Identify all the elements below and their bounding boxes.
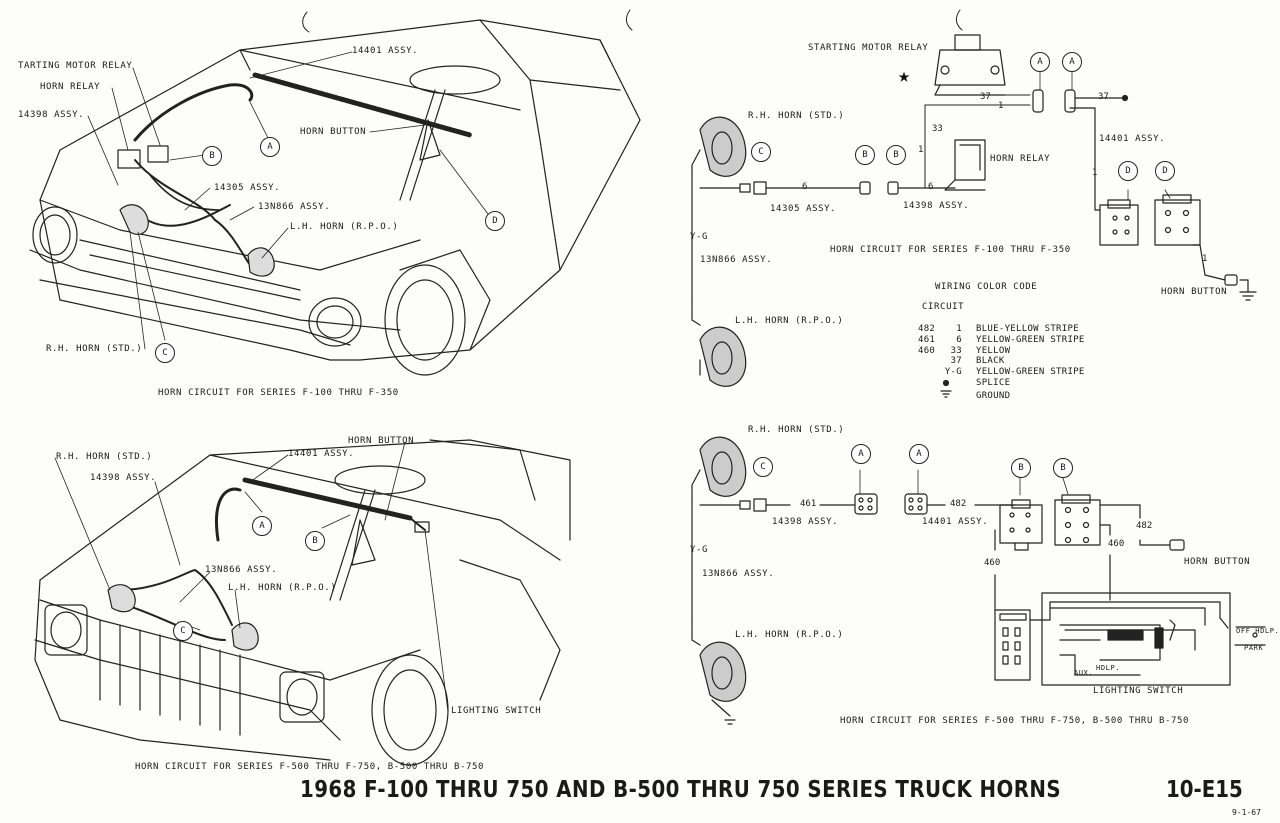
caption-top-left: HORN CIRCUIT FOR SERIES F-100 THRU F-350	[158, 388, 399, 398]
page-code: 10-E15	[1166, 777, 1243, 803]
callout-b-top-left: B	[202, 146, 222, 166]
wire-37-a: 37	[980, 92, 991, 102]
callout-a1-top-right: A	[1030, 52, 1050, 72]
callout-a2-top-right: A	[1062, 52, 1082, 72]
label-14305-assy-top-right: 14305 ASSY.	[770, 204, 837, 214]
callout-b2-bottom-right: B	[1053, 458, 1073, 478]
truck-illustration-bottom	[34, 439, 571, 766]
label-aux: AUX.	[1074, 669, 1094, 677]
truck-illustration-top	[29, 19, 641, 376]
label-14305-assy-top-left: 14305 ASSY.	[214, 183, 281, 193]
label-horn-relay-top-right: HORN RELAY	[990, 154, 1051, 164]
callout-a1-bottom-right: A	[851, 444, 871, 464]
label-off-hdlp: OFF HDLP.	[1236, 627, 1280, 635]
label-lh-horn-top-right: L.H. HORN (R.P.O.)	[735, 316, 844, 326]
legend-title: WIRING COLOR CODE	[935, 282, 1038, 292]
wire-1-a: 1	[998, 101, 1004, 111]
label-lh-horn-top-left: L.H. HORN (R.P.O.)	[290, 222, 399, 232]
label-14398-assy-top-right: 14398 ASSY.	[903, 201, 970, 211]
label-13n866-assy-top-left: 13N866 ASSY.	[258, 202, 331, 212]
label-14401-assy-bottom-right: 14401 ASSY.	[922, 517, 989, 527]
label-yg-top-right: Y-G	[690, 232, 709, 242]
label-rh-horn-top-right: R.H. HORN (STD.)	[748, 111, 845, 121]
label-starting-motor-relay-top-right: STARTING MOTOR RELAY	[808, 43, 929, 53]
label-14401-assy-bottom-left: 14401 ASSY.	[288, 449, 355, 459]
wire-37-b: 37	[1098, 92, 1109, 102]
label-14401-assy-top-right: 14401 ASSY.	[1099, 134, 1166, 144]
label-rh-horn-bottom-right: R.H. HORN (STD.)	[748, 425, 845, 435]
label-lighting-switch-bottom-left: LIGHTING SWITCH	[451, 706, 542, 716]
schematic-top	[691, 34, 1257, 398]
label-park: PARK	[1244, 644, 1264, 652]
label-horn-button-bottom-left: HORN BUTTON	[348, 436, 415, 446]
caption-top-right: HORN CIRCUIT FOR SERIES F-100 THRU F-350	[830, 245, 1071, 255]
page-date: 9-1-67	[1232, 808, 1261, 817]
callout-a-top-left: A	[260, 137, 280, 157]
label-14401-assy-top-left: 14401 ASSY.	[352, 46, 419, 56]
label-13n866-assy-bottom-right: 13N866 ASSY.	[702, 569, 775, 579]
label-14398-assy-bottom-left: 14398 ASSY.	[90, 473, 157, 483]
label-lighting-switch-bottom-right: LIGHTING SWITCH	[1093, 686, 1184, 696]
label-rh-horn-top-left: R.H. HORN (STD.)	[46, 344, 143, 354]
callout-c-top-right: C	[751, 142, 771, 162]
label-horn-button-top-left: HORN BUTTON	[300, 127, 367, 137]
callout-c-bottom-left: C	[173, 621, 193, 641]
legend-row: ⏚GROUND	[976, 391, 1011, 401]
label-13n866-assy-top-right: 13N866 ASSY.	[700, 255, 773, 265]
page-title: 1968 F-100 THRU 750 AND B-500 THRU 750 S…	[300, 777, 1062, 803]
callout-d1-top-right: D	[1118, 161, 1138, 181]
label-horn-button-bottom-right: HORN BUTTON	[1184, 557, 1251, 567]
label-lh-horn-bottom-right: L.H. HORN (R.P.O.)	[735, 630, 844, 640]
callout-a2-bottom-right: A	[909, 444, 929, 464]
star-icon: ★	[898, 63, 910, 87]
label-horn-relay-top-left: HORN RELAY	[40, 82, 101, 92]
callout-c-bottom-right: C	[753, 457, 773, 477]
wire-460-b: 460	[984, 558, 1001, 568]
label-rh-horn-bottom-left: R.H. HORN (STD.)	[56, 452, 153, 462]
label-hdlp: HDLP.	[1096, 664, 1121, 672]
label-14398-assy-top-left: 14398 ASSY.	[18, 110, 85, 120]
label-horn-button-top-right: HORN BUTTON	[1161, 287, 1228, 297]
callout-a-bottom-left: A	[252, 516, 272, 536]
label-13n866-assy-bottom-left: 13N866 ASSY.	[205, 565, 278, 575]
label-starting-motor-relay-top-left: TARTING MOTOR RELAY	[18, 61, 133, 71]
callout-d2-top-right: D	[1155, 161, 1175, 181]
wire-461: 461	[800, 499, 817, 509]
wire-460-a: 460	[1108, 539, 1125, 549]
label-lh-horn-bottom-left: L.H. HORN (R.P.O.)	[228, 583, 337, 593]
caption-bottom-right: HORN CIRCUIT FOR SERIES F-500 THRU F-750…	[840, 716, 1190, 726]
wire-482-a: 482	[950, 499, 967, 509]
wire-1-d: 1	[1202, 254, 1208, 264]
callout-c-top-left: C	[155, 343, 175, 363]
callout-b-bottom-left: B	[305, 531, 325, 551]
callout-d-top-left: D	[485, 211, 505, 231]
label-yg-bottom-right: Y-G	[690, 545, 709, 555]
wire-482-b: 482	[1136, 521, 1153, 531]
label-14398-assy-bottom-right: 14398 ASSY.	[772, 517, 839, 527]
schematic-bottom	[691, 436, 1266, 725]
wire-33: 33	[932, 124, 943, 134]
wire-6-a: 6	[802, 182, 808, 192]
legend-subtitle: CIRCUIT	[922, 302, 965, 312]
callout-b1-bottom-right: B	[1011, 458, 1031, 478]
wire-1-b: 1	[918, 145, 924, 155]
caption-bottom-left: HORN CIRCUIT FOR SERIES F-500 THRU F-750…	[135, 762, 485, 772]
legend-row: ●SPLICE	[976, 378, 1011, 388]
callout-b1-top-right: B	[855, 145, 875, 165]
wire-1-c: 1	[1092, 168, 1098, 178]
callout-b2-top-right: B	[886, 145, 906, 165]
wire-6-b: 6	[928, 182, 934, 192]
schematic-bottom-lh-horn	[691, 619, 747, 717]
